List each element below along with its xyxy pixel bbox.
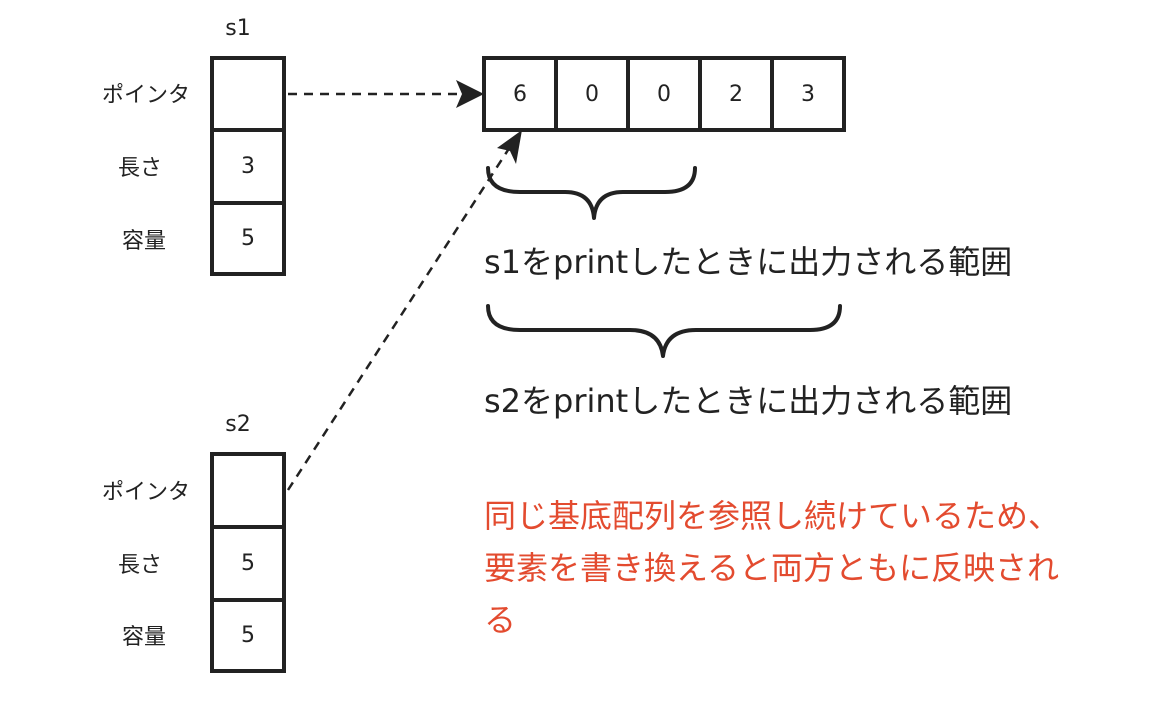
s1-pointer-arrowhead [456, 80, 484, 108]
s2-length-label: 長さ [117, 553, 162, 578]
s2-name: s2 [225, 412, 251, 437]
array-cell: 0 [626, 56, 702, 132]
s1-length-cell: 3 [210, 128, 286, 205]
array-cell: 2 [698, 56, 774, 132]
s2-capacity-label: 容量 [121, 625, 166, 650]
s2-capacity-cell: 5 [210, 598, 286, 673]
s1-capacity-label: 容量 [121, 229, 166, 254]
s1-range-text: s1をprintしたときに出力される範囲 [484, 243, 1013, 281]
s1-name: s1 [225, 16, 251, 41]
s2-pointer-arrowhead [497, 130, 522, 164]
array-cell: 0 [554, 56, 630, 132]
s2-range-brace [486, 304, 842, 358]
s1-pointer-cell [210, 56, 286, 132]
array-cell: 3 [770, 56, 846, 132]
s1-pointer-label: ポインタ [101, 83, 190, 108]
s1-capacity-cell: 5 [210, 201, 286, 276]
s1-length-label: 長さ [117, 156, 162, 181]
s2-range-text: s2をprintしたときに出力される範囲 [484, 382, 1013, 420]
array-cell: 6 [482, 56, 558, 132]
s2-length-cell: 5 [210, 525, 286, 602]
s2-pointer-arrow [286, 149, 510, 491]
s1-range-brace [486, 166, 697, 220]
s2-pointer-label: ポインタ [101, 480, 190, 505]
shared-array-note: 同じ基底配列を参照し続けているため、要素を書き換えると両方ともに反映される [484, 497, 1061, 639]
s2-pointer-cell [210, 452, 286, 529]
